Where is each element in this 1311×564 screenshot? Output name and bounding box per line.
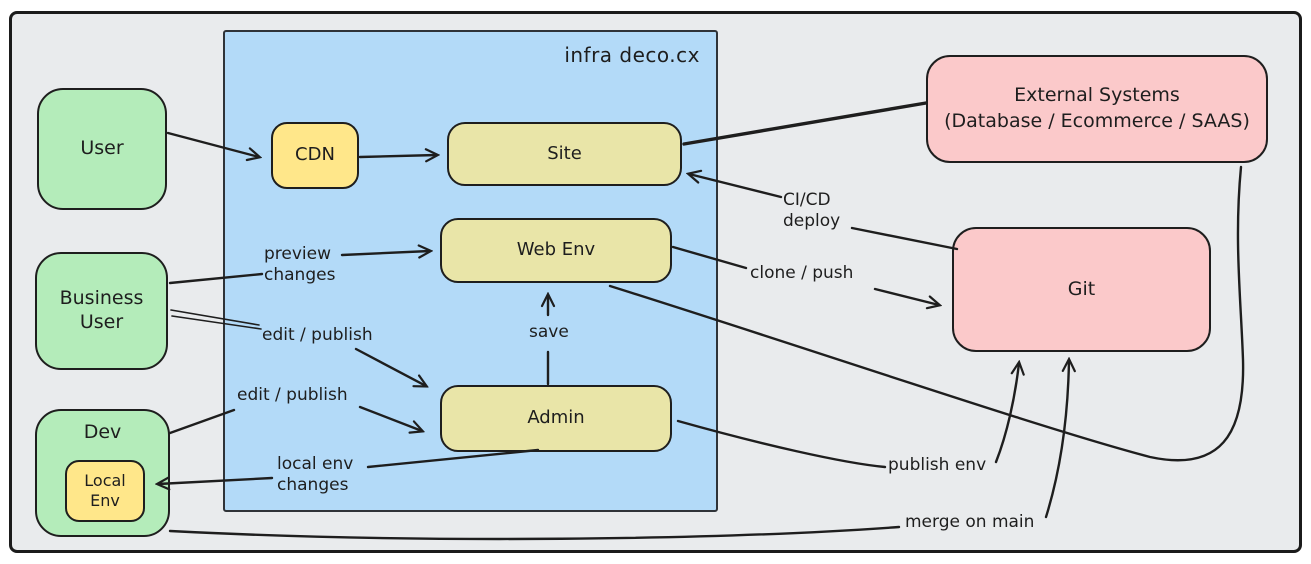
node-web-env[interactable]: Web Env [440,218,672,283]
edge-label-merge-on-main: merge on main [905,512,1035,532]
node-cdn[interactable]: CDN [271,122,359,189]
node-external-systems-label: External Systems (Database / Ecommerce /… [944,84,1250,132]
node-local-env[interactable]: Local Env [65,460,145,522]
node-admin-label: Admin [527,407,585,429]
edge-label-cicd-deploy: CI/CD deploy [783,190,841,231]
node-dev-label: Dev [83,421,122,443]
node-cdn-label: CDN [295,144,335,166]
node-web-env-label: Web Env [516,239,596,261]
node-git[interactable]: Git [952,227,1211,352]
node-site[interactable]: Site [447,122,682,186]
node-local-env-label: Local Env [84,471,126,510]
edge-label-edit-publish-business: edit / publish [262,325,373,345]
edge-label-edit-publish-dev: edit / publish [237,385,348,405]
edge-label-preview-changes: preview changes [264,244,336,285]
infra-container-title: infra deco.cx [564,43,700,67]
node-admin[interactable]: Admin [440,385,672,452]
edge-label-publish-env: publish env [888,455,987,475]
node-business-user[interactable]: Business User [35,252,168,370]
node-git-label: Git [1067,277,1096,300]
node-user-label: User [80,137,124,160]
node-external-systems[interactable]: External Systems (Database / Ecommerce /… [926,55,1268,163]
edge-label-local-env-changes: local env changes [277,454,354,495]
node-user[interactable]: User [37,88,167,210]
node-business-user-label: Business User [59,287,144,333]
edge-label-clone-push: clone / push [750,263,854,283]
node-site-label: Site [547,142,582,164]
edge-label-save: save [529,322,569,342]
